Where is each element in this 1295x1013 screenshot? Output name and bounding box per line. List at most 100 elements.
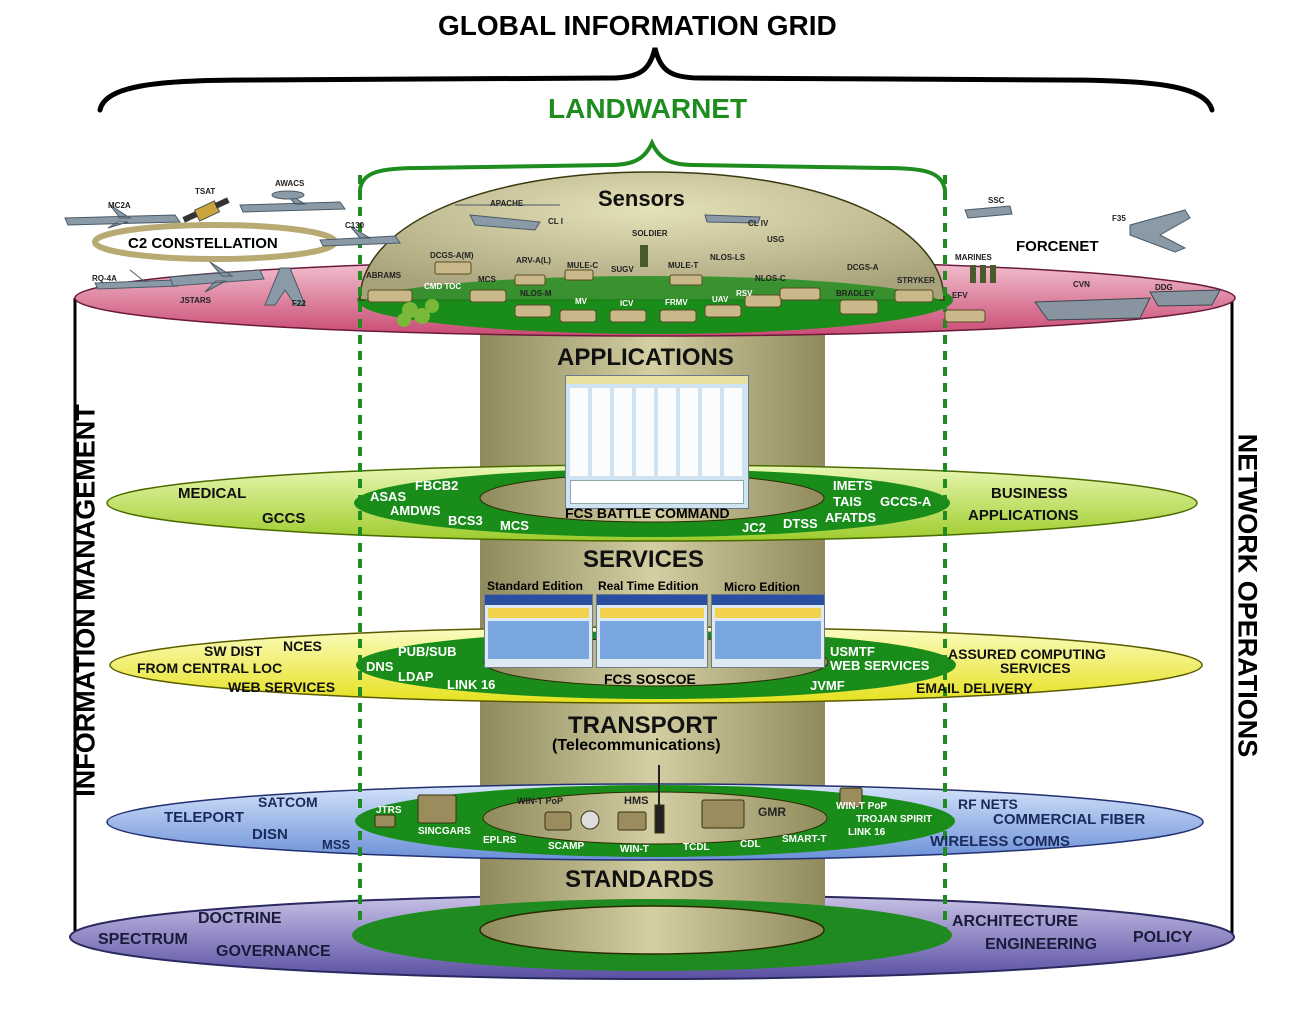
app-fbcb2: FBCB2 [415, 478, 459, 493]
platform-jstars: JSTARS [180, 296, 211, 305]
mc2a-aircraft [64, 204, 181, 229]
platform-cmd-toc: CMD TOC [424, 282, 462, 291]
landwarnet-brace [358, 138, 947, 192]
c2-constellation-label: C2 CONSTELLATION [128, 235, 278, 252]
platform-efv: EFV [952, 291, 968, 300]
platform-cvn: CVN [1073, 280, 1090, 289]
platform-cl1: CL I [548, 217, 563, 226]
sensors-title: Sensors [598, 186, 685, 211]
uav-vehicle [704, 304, 742, 318]
tr-rf-nets: RF NETS [958, 796, 1018, 812]
svc-web-services-inner: WEB SERVICES [830, 658, 930, 673]
app-bcs3: BCS3 [448, 513, 483, 528]
app-mcs: MCS [500, 518, 529, 533]
gig-brace [97, 47, 1215, 113]
ddg-ship [1149, 289, 1221, 307]
platform-ssc: SSC [988, 196, 1005, 205]
platform-mule-t: MULE-T [668, 261, 699, 270]
mv-vehicle [559, 309, 597, 323]
svc-ldap: LDAP [398, 669, 434, 684]
tr-wireless-comms: WIRELESS COMMS [930, 833, 1071, 850]
platform-uav: UAV [712, 295, 729, 304]
scamp-dish [580, 810, 600, 830]
app-imets: IMETS [833, 478, 873, 493]
platform-mule-c: MULE-C [567, 261, 599, 270]
platform-soldier: SOLDIER [632, 229, 668, 238]
platform-mv: MV [575, 297, 587, 306]
tr-win-t-pop-right: WIN-T PoP [836, 801, 888, 812]
platform-dcgs-a: DCGS-A [847, 263, 879, 272]
aircraft-silhouettes [64, 190, 1191, 306]
platform-stryker: STRYKER [897, 276, 935, 285]
std-governance: GOVERNANCE [216, 943, 331, 960]
mule-t-vehicle [669, 274, 703, 286]
platform-arv: ARV-A(L) [516, 256, 551, 265]
transport-equipment [374, 765, 863, 834]
applications-title: APPLICATIONS [557, 344, 734, 371]
soldiers [640, 245, 996, 283]
awacs-radome [271, 190, 305, 200]
abrams-tank [367, 289, 413, 303]
foliage [397, 299, 439, 327]
transport-title: TRANSPORT [568, 712, 718, 739]
screen-header-bar [566, 376, 748, 384]
arv-vehicle [514, 274, 546, 286]
landwarnet-title: LANDWARNET [548, 93, 748, 124]
platform-rq4a: RQ-4A [92, 274, 117, 283]
forcenet-label: FORCENET [1016, 238, 1099, 255]
svc-email-delivery: EMAIL DELIVERY [916, 680, 1033, 696]
cvn-ship [1034, 297, 1151, 321]
f35-aircraft [1129, 209, 1191, 253]
app-tais: TAIS [833, 494, 862, 509]
tr-disn: DISN [252, 826, 288, 843]
platform-bradley: BRADLEY [836, 289, 875, 298]
platform-f35: F35 [1112, 214, 1126, 223]
sincgars-radio [417, 794, 457, 824]
tr-link16: LINK 16 [848, 827, 886, 838]
transport-subtitle: (Telecommunications) [552, 737, 721, 754]
app-jc2: JC2 [742, 520, 766, 535]
std-spectrum: SPECTRUM [98, 931, 188, 948]
fcs-battle-command-label: FCS BATTLE COMMAND [565, 505, 730, 521]
svc-jvmf: JVMF [810, 678, 845, 693]
app-gccs: GCCS [262, 510, 306, 527]
frmv-vehicle [659, 309, 697, 323]
app-asas: ASAS [370, 489, 407, 504]
tr-scamp: SCAMP [548, 841, 585, 852]
platform-c130: C130 [345, 221, 365, 230]
page-title: GLOBAL INFORMATION GRID [438, 10, 837, 41]
tr-satcom: SATCOM [258, 794, 318, 810]
platform-ddg: DDG [1155, 283, 1173, 292]
fcs-soscoe-label: FCS SOSCOE [604, 671, 696, 687]
win-t-radio [617, 811, 647, 831]
micro-edition-screen [711, 594, 825, 668]
stryker-vehicle [894, 289, 934, 303]
mcs-vehicle [469, 289, 507, 303]
platform-icv: ICV [620, 299, 634, 308]
fcs-battle-command-screen [565, 375, 749, 509]
ssc-aircraft [964, 205, 1013, 219]
app-gccs-a: GCCS-A [880, 494, 932, 509]
information-management-label: INFORMATION MANAGEMENT [70, 404, 101, 797]
app-afatds: AFATDS [825, 510, 877, 525]
satellite-tsat [182, 197, 230, 223]
tr-smart-t: SMART-T [782, 834, 827, 845]
platform-usg: USG [767, 235, 785, 244]
platform-dcgs-am: DCGS-A(M) [430, 251, 474, 260]
tr-hms: HMS [624, 795, 649, 807]
std-doctrine: DOCTRINE [198, 910, 282, 927]
network-operations-label: NETWORK OPERATIONS [1232, 433, 1263, 758]
std-policy: POLICY [1133, 929, 1193, 946]
tr-eplrs: EPLRS [483, 835, 517, 846]
rsv-vehicle [744, 294, 782, 308]
tr-teleport: TELEPORT [164, 809, 245, 826]
hms-radio [654, 804, 665, 834]
gmr-radio [701, 799, 745, 829]
platform-mc2a: MC2A [108, 201, 131, 210]
tr-trojan-spirit: TROJAN SPIRIT [856, 814, 933, 825]
platform-marines: MARINES [955, 253, 992, 262]
svc-link16: LINK 16 [447, 677, 496, 692]
svc-usmtf: USMTF [830, 644, 875, 659]
